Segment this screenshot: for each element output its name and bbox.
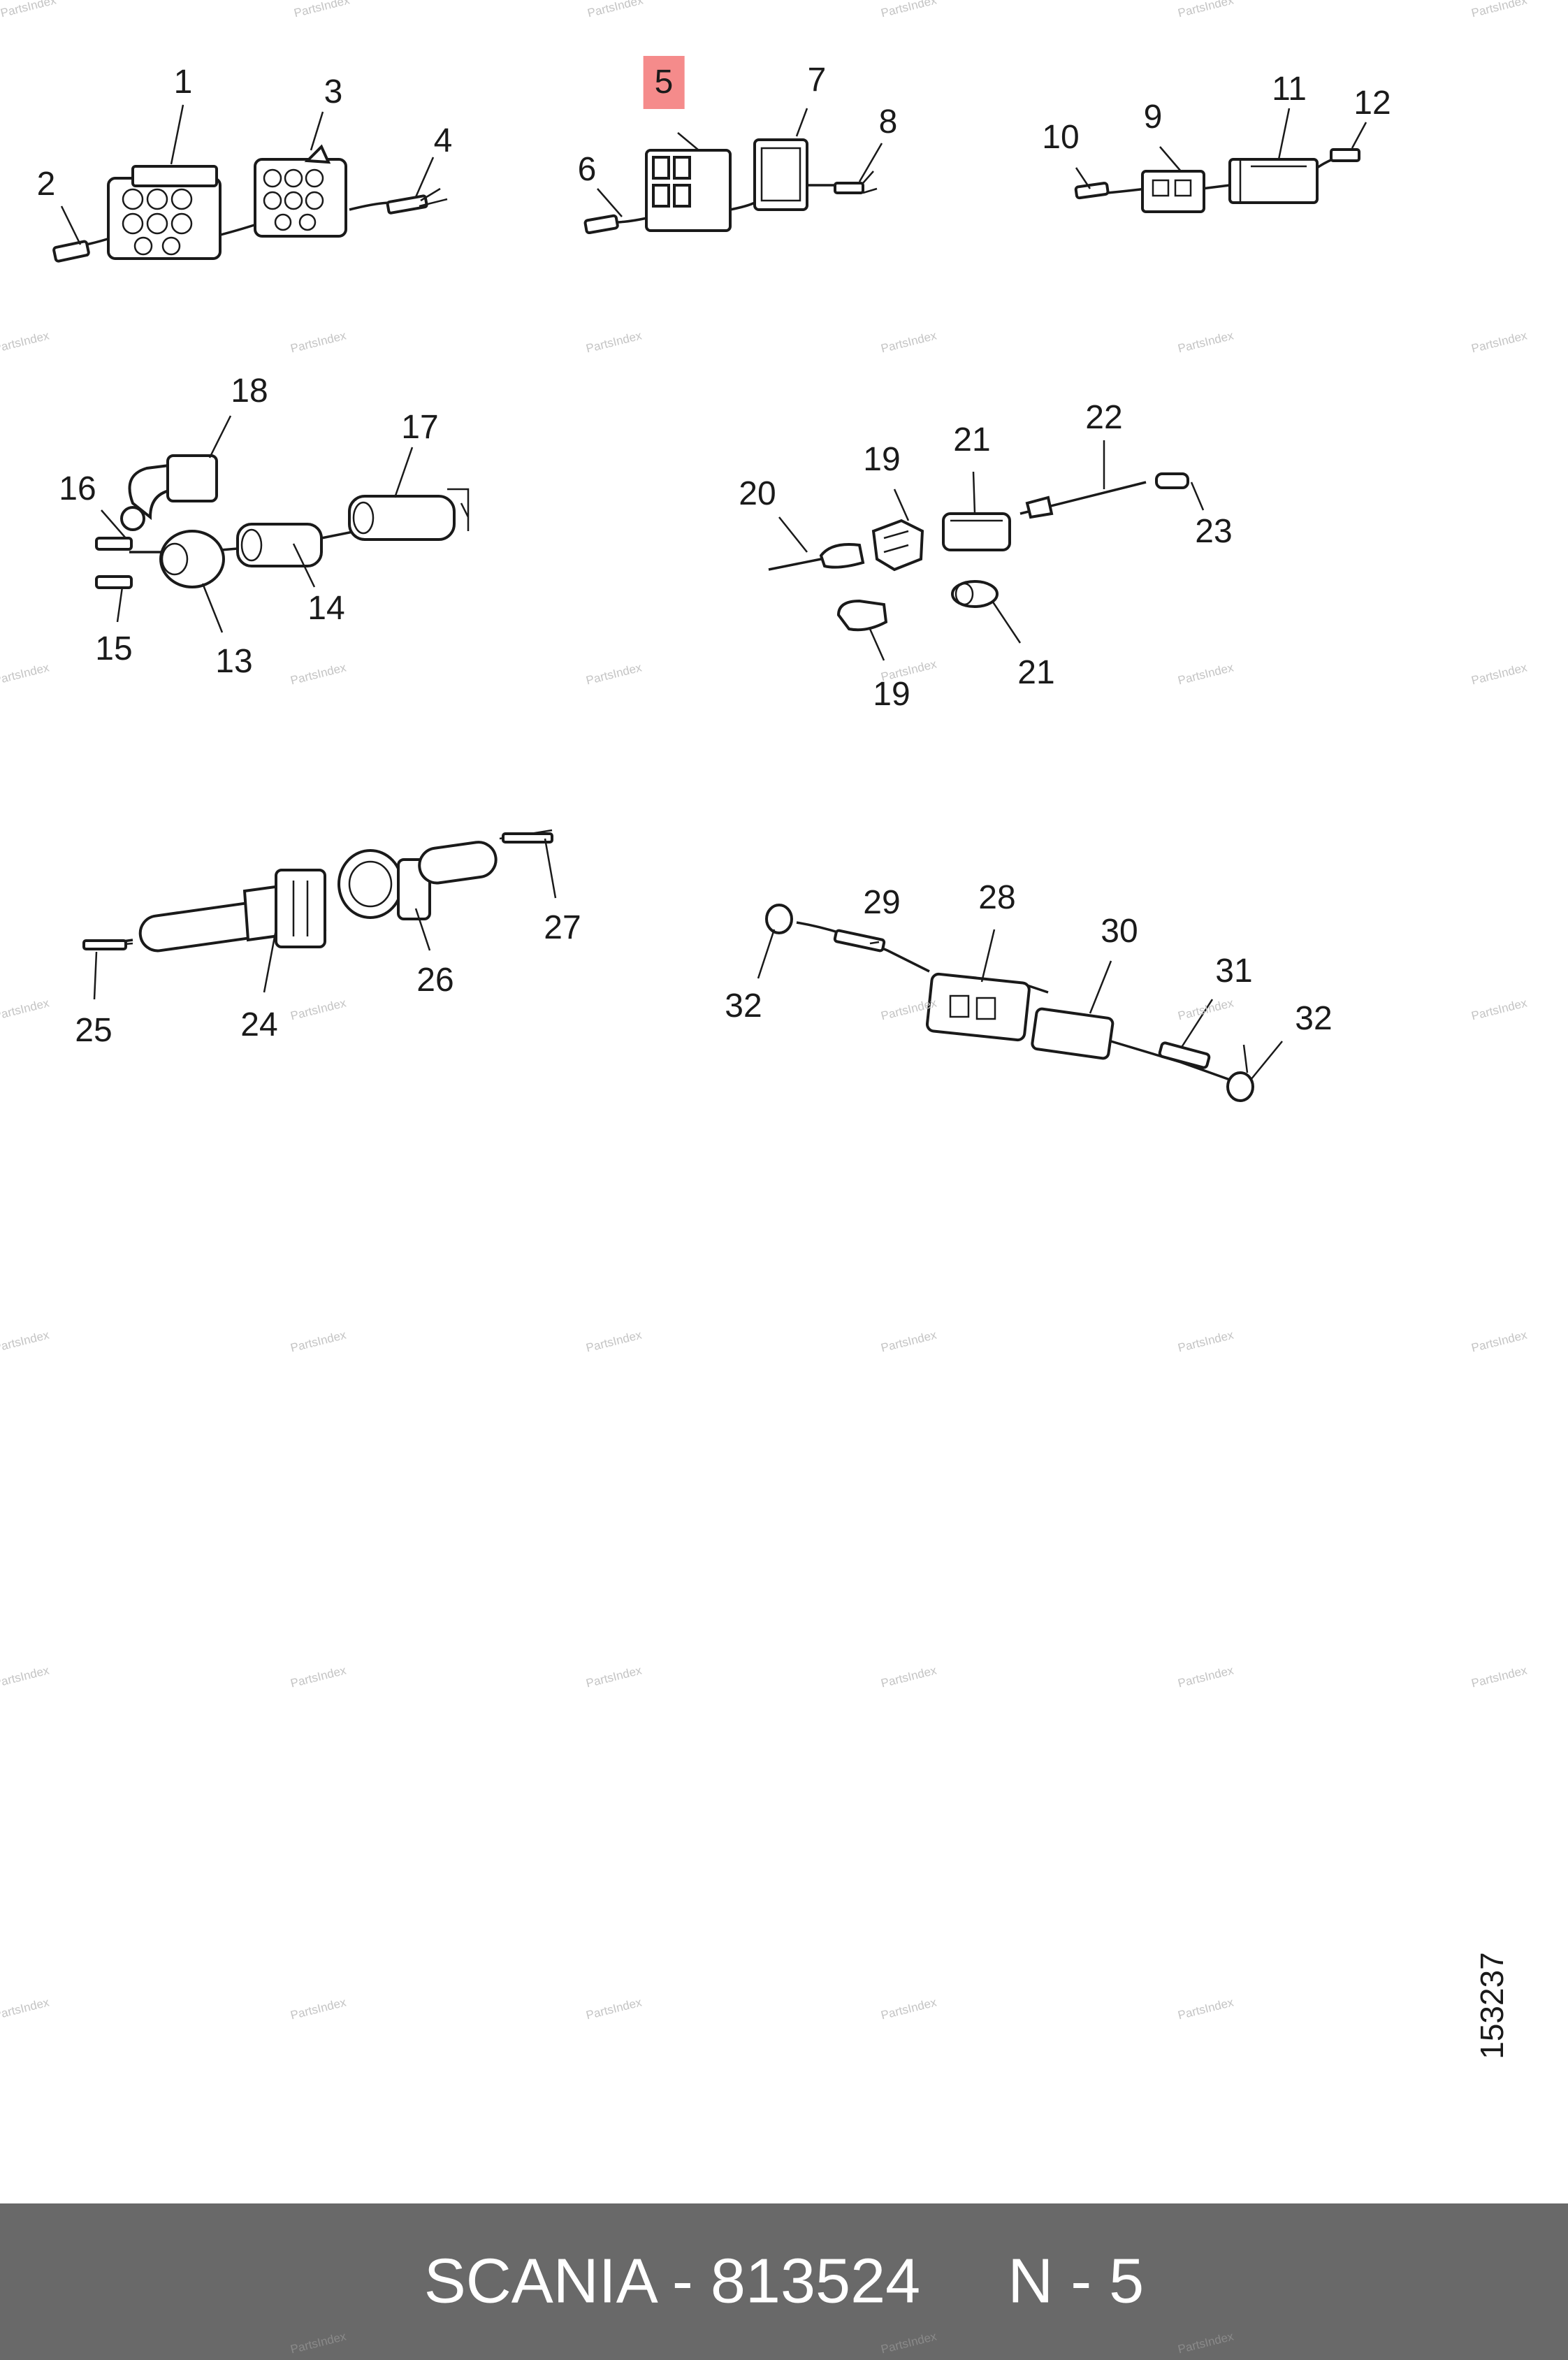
callout-15[interactable]: 15 (95, 630, 133, 667)
parts-drawing (52, 104, 1367, 1102)
callout-10[interactable]: 10 (1042, 119, 1080, 156)
callout-16[interactable]: 16 (59, 470, 96, 507)
callout-26[interactable]: 26 (416, 962, 454, 999)
callout-1[interactable]: 1 (173, 64, 193, 101)
callout-13[interactable]: 13 (215, 643, 253, 680)
callout-27[interactable]: 27 (544, 909, 581, 946)
watermark: PartsIndex (1176, 2329, 1235, 2357)
callout-30[interactable]: 30 (1101, 913, 1138, 950)
connector-group-13-18 (95, 454, 470, 589)
callout-32-left[interactable]: 32 (725, 987, 762, 1025)
parts-diagram: 1 2 3 4 5 6 7 8 9 10 11 12 18 17 16 15 1… (36, 56, 1510, 2059)
watermark: PartsIndex (879, 2329, 938, 2357)
callout-23[interactable]: 23 (1195, 513, 1233, 550)
connector-group-5-8 (583, 138, 878, 235)
footer-part-number: SCANIA - 813524 N - 5 (423, 2246, 1145, 2317)
callout-2[interactable]: 2 (36, 166, 56, 203)
callout-17[interactable]: 17 (401, 409, 439, 446)
leader-lines (60, 104, 1367, 1080)
connector-group-1-4 (52, 144, 448, 263)
callout-22[interactable]: 22 (1085, 399, 1123, 436)
callout-9[interactable]: 9 (1143, 99, 1163, 136)
callout-18[interactable]: 18 (231, 372, 268, 410)
callout-29[interactable]: 29 (863, 884, 901, 921)
callout-8[interactable]: 8 (878, 103, 898, 140)
connector-group-19-23 (768, 472, 1189, 632)
callout-19-lower[interactable]: 19 (873, 676, 910, 713)
callout-31[interactable]: 31 (1215, 953, 1253, 990)
callout-11[interactable]: 11 (1272, 71, 1307, 108)
connector-group-9-12 (1074, 148, 1360, 213)
callout-6[interactable]: 6 (577, 151, 597, 188)
callout-20[interactable]: 20 (739, 475, 776, 512)
callout-7[interactable]: 7 (807, 61, 827, 99)
footer-bar: SCANIA - 813524 N - 5 PartsIndex PartsIn… (0, 2203, 1568, 2360)
drawing-reference-number: 153237 (1474, 1952, 1510, 2059)
callout-24[interactable]: 24 (240, 1006, 278, 1043)
connector-group-28-32 (765, 904, 1254, 1102)
callout-4[interactable]: 4 (433, 122, 453, 159)
callout-25[interactable]: 25 (75, 1012, 112, 1049)
callout-21-lower[interactable]: 21 (1017, 654, 1055, 691)
callout-12[interactable]: 12 (1353, 85, 1391, 122)
callout-5-highlighted[interactable]: 5 (643, 56, 685, 109)
callout-28[interactable]: 28 (978, 879, 1016, 916)
connector-group-24-27 (82, 829, 553, 953)
callout-32-right[interactable]: 32 (1295, 1000, 1333, 1037)
callout-21[interactable]: 21 (953, 421, 991, 458)
watermark: PartsIndex (289, 2329, 348, 2357)
callout-3[interactable]: 3 (324, 73, 343, 110)
callout-14[interactable]: 14 (307, 590, 345, 627)
callout-19[interactable]: 19 (863, 441, 901, 478)
